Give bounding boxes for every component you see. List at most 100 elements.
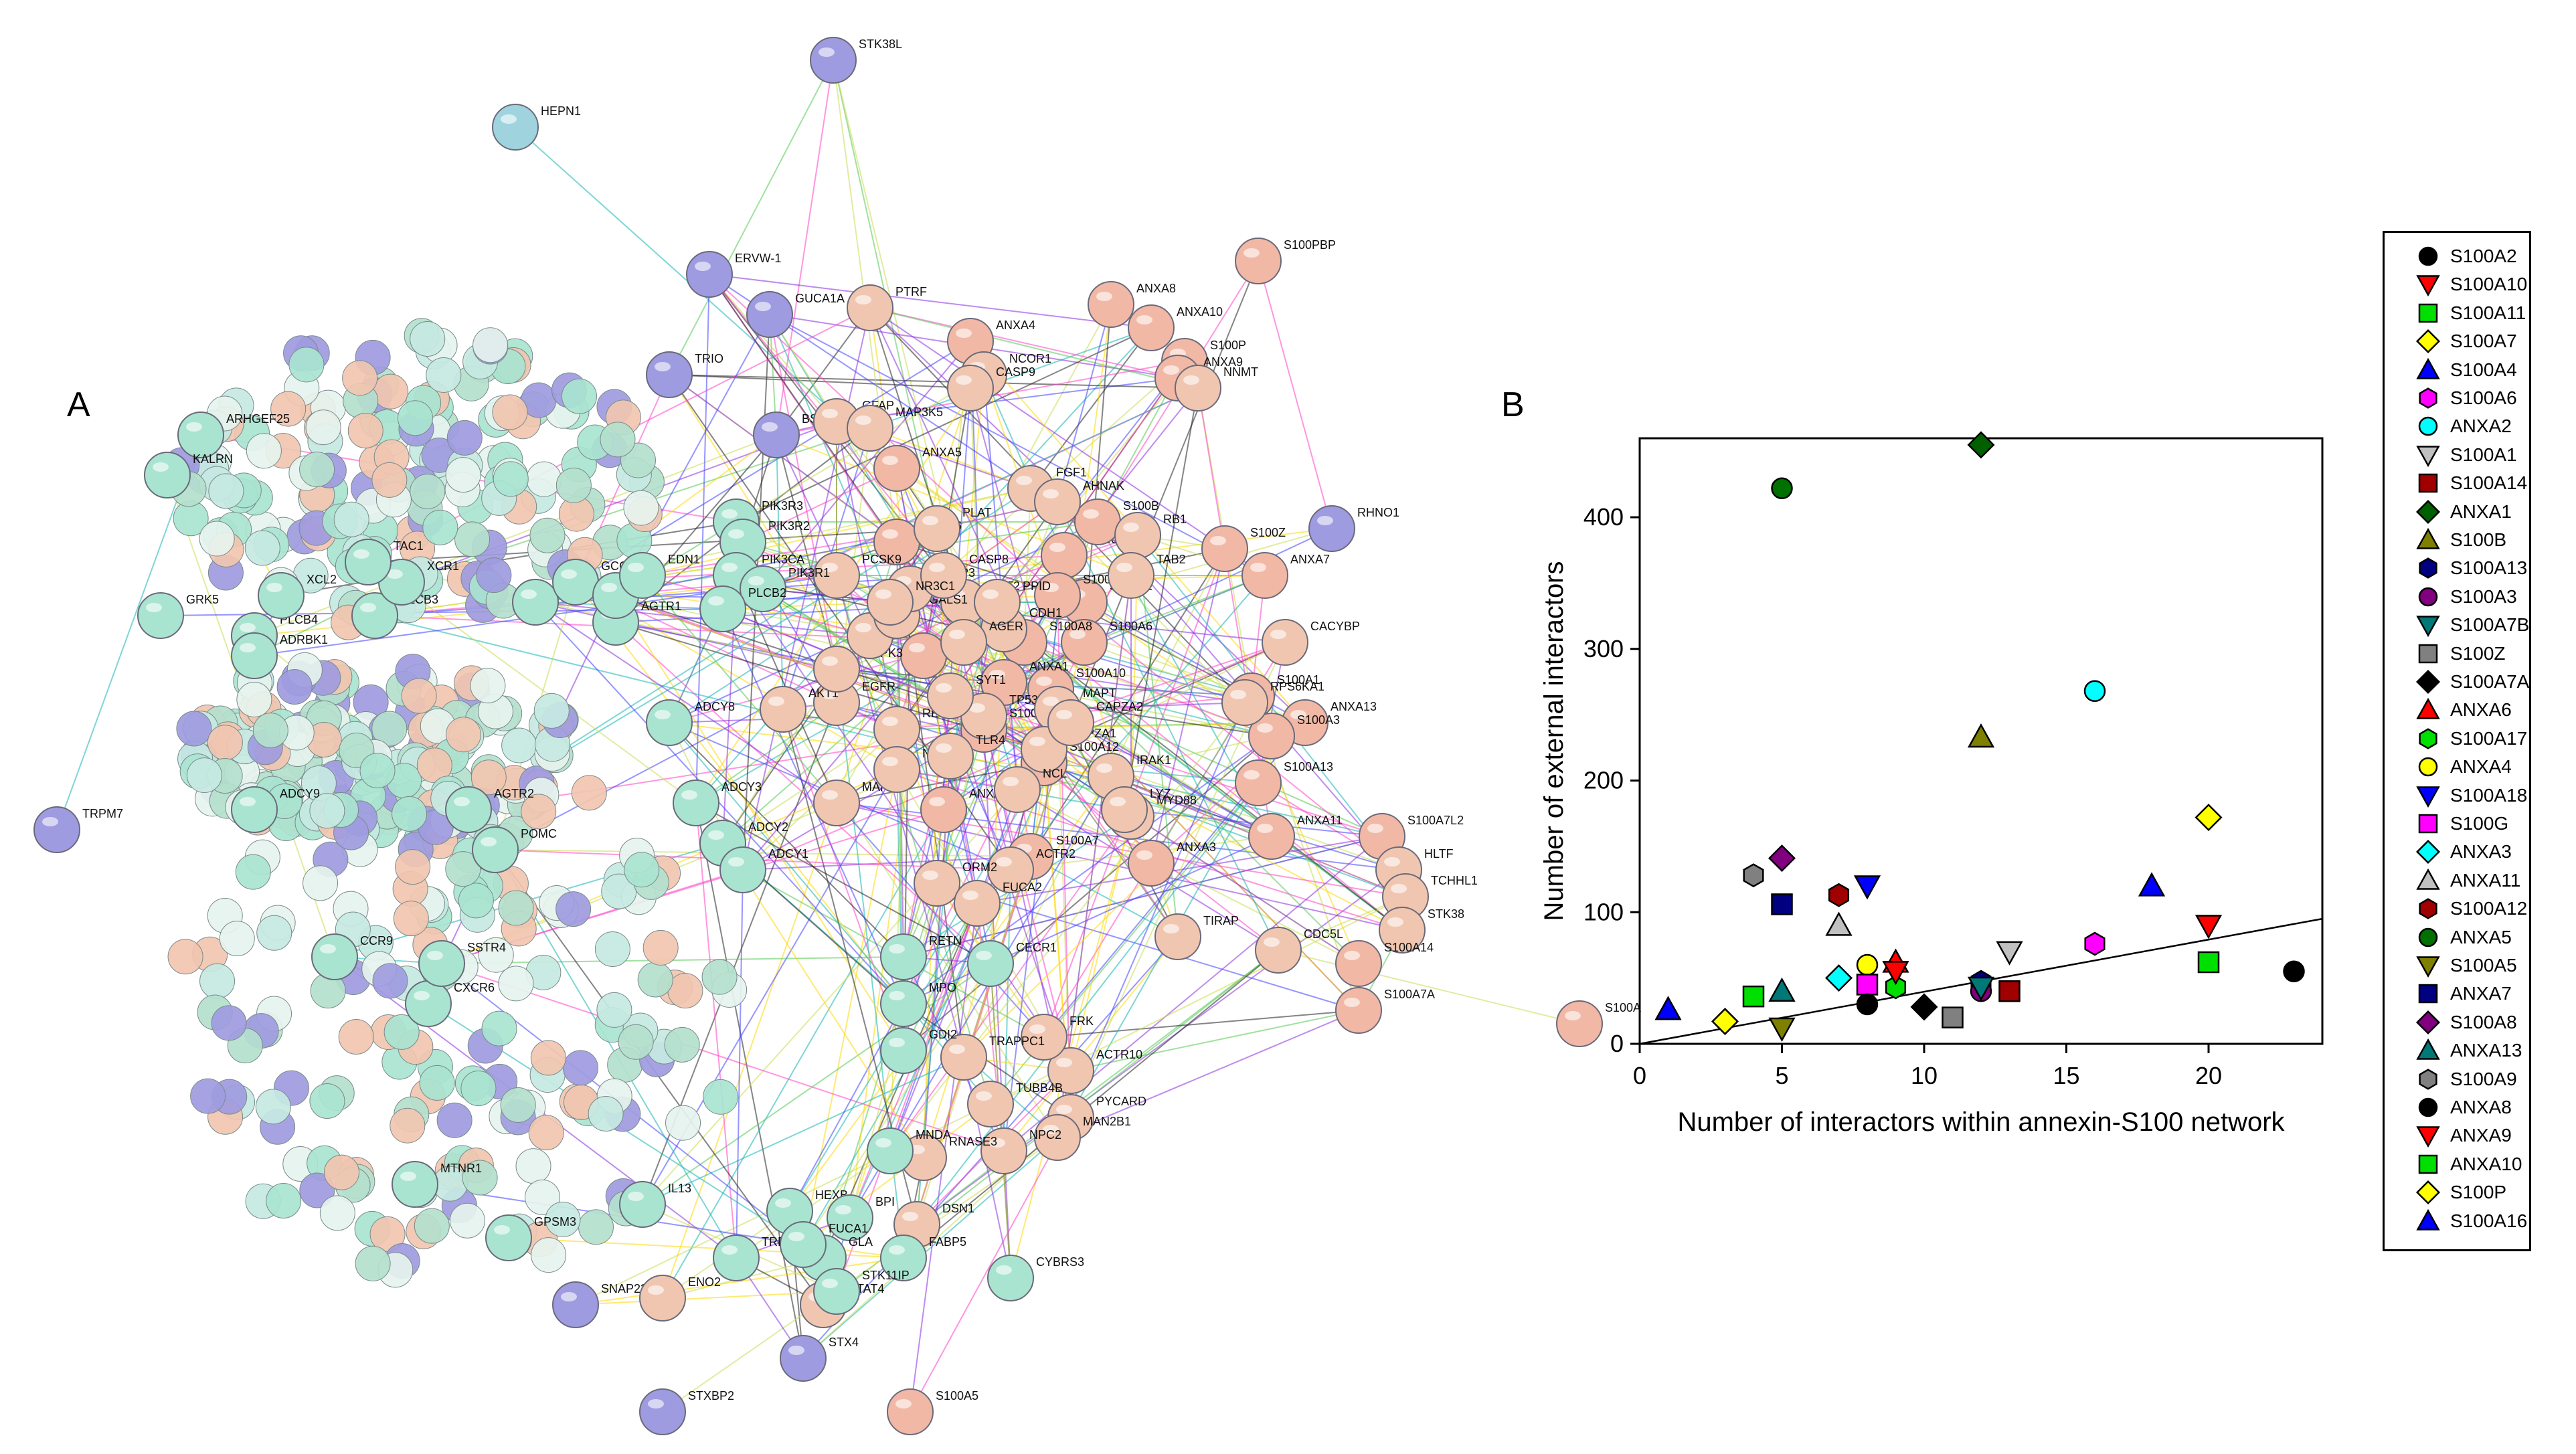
legend-label: S100A10	[2450, 274, 2528, 295]
network-edge	[903, 903, 978, 1051]
node-label: S100A7A	[1384, 988, 1435, 1001]
node-ccr9: CCR9	[311, 933, 393, 980]
node-label: MAPT	[1083, 687, 1116, 700]
y-tick-label: 200	[1583, 767, 1624, 794]
node-label: ANXA7	[1290, 553, 1330, 566]
node-highlight	[561, 569, 577, 579]
node-highlight	[889, 1038, 905, 1047]
node-highlight	[822, 656, 838, 666]
node-label: PLAT	[962, 506, 992, 519]
network-edge	[575, 1257, 904, 1305]
node-highlight	[728, 529, 744, 539]
node-adcy8: ADCY8	[646, 699, 735, 746]
node-ball	[1114, 512, 1161, 559]
network-edge	[1057, 595, 1399, 871]
node-ball	[1128, 840, 1175, 887]
node-highlight	[882, 456, 898, 465]
node-ball	[472, 826, 519, 873]
node-ball	[1041, 532, 1088, 579]
node-highlight	[895, 1399, 912, 1408]
network-edge	[1057, 709, 1272, 837]
node-ball	[1248, 813, 1295, 860]
node-highlight	[387, 569, 403, 579]
cluster-node	[460, 1070, 497, 1106]
legend-label: ANXA5	[2450, 926, 2512, 947]
legend-item: S100A17	[2385, 725, 2529, 753]
node-edn1: EDN1	[619, 552, 700, 599]
node-anxa11: ANXA11	[1248, 813, 1343, 860]
node-label: S100A5	[936, 1389, 978, 1402]
node-plat: PLAT	[914, 505, 992, 552]
legend-marker	[2416, 868, 2440, 890]
node-highlight	[889, 1245, 905, 1255]
network-edge	[769, 314, 1266, 576]
network-edge	[1050, 689, 1359, 1011]
legend-item: S100B	[2385, 526, 2529, 554]
node-highlight	[855, 295, 871, 304]
legend-label: S100A7A	[2450, 671, 2530, 692]
legend-marker	[2416, 275, 2440, 297]
cluster-node	[594, 931, 630, 967]
node-highlight	[875, 589, 891, 599]
node-highlight	[240, 797, 256, 806]
node-highlight	[695, 262, 711, 271]
node-label: IRAK1	[1136, 753, 1171, 767]
node-label: STK38L	[859, 37, 902, 51]
legend-item: S100G	[2385, 810, 2529, 838]
node-highlight	[681, 790, 697, 800]
cluster-node	[410, 473, 446, 509]
node-label: STK11IP	[862, 1269, 910, 1282]
node-highlight	[882, 529, 898, 539]
cluster-node	[235, 854, 271, 890]
node-label: ANXA13	[1330, 700, 1377, 713]
cluster-node	[478, 937, 514, 973]
node-ball	[713, 1235, 760, 1281]
cluster-node	[371, 462, 408, 498]
node-highlight	[929, 563, 945, 572]
cluster-node	[176, 711, 212, 747]
node-highlight	[1257, 723, 1273, 733]
network-edge	[709, 274, 1152, 329]
cluster-node	[266, 1183, 302, 1219]
legend-item: S100A14	[2385, 469, 2529, 497]
node-label: HLTF	[1424, 847, 1454, 860]
point-s100a7b	[1967, 976, 1995, 1001]
cluster-node	[665, 1105, 701, 1141]
legend-label: S100A16	[2450, 1210, 2528, 1231]
cluster-node	[190, 1078, 226, 1114]
network-edge	[889, 816, 1132, 1152]
cluster-node	[449, 1202, 485, 1239]
cluster-node	[186, 757, 222, 794]
node-ball	[1034, 478, 1081, 525]
node-s100a7l2: S100A7L2	[1359, 813, 1464, 860]
node-highlight	[1043, 697, 1059, 706]
cluster-node	[252, 713, 288, 749]
node-highlight	[721, 563, 738, 572]
node-highlight	[762, 422, 778, 432]
node-ball	[646, 699, 693, 746]
node-highlight	[835, 1205, 851, 1214]
cluster-node	[199, 963, 236, 999]
node-label: ANXA5	[922, 446, 962, 459]
node-highlight	[875, 1138, 891, 1148]
node-label: ORM2	[962, 860, 997, 874]
network-edge	[1010, 575, 1266, 871]
cluster-node	[600, 422, 636, 458]
network-edge	[923, 655, 1246, 703]
node-label: AGTR1	[641, 600, 681, 613]
node-label: FGF1	[1056, 466, 1087, 479]
node-highlight	[1043, 583, 1059, 592]
legend-label: S100P	[2450, 1182, 2507, 1203]
node-highlight	[481, 837, 497, 846]
node-rb1: RB1	[1114, 512, 1187, 559]
legend-item: ANXA6	[2385, 696, 2529, 724]
cluster-node	[493, 461, 529, 497]
node-rps6ka1: RPS6KA1	[1221, 679, 1324, 726]
node-guca1a: GUCA1A	[746, 291, 845, 338]
legend-label: ANXA4	[2450, 756, 2512, 778]
node-npc2: NPC2	[980, 1127, 1061, 1174]
network-edge	[869, 428, 1031, 489]
network-edge	[1023, 488, 1031, 643]
node-highlight	[1003, 777, 1019, 786]
cluster-node	[562, 1050, 598, 1086]
